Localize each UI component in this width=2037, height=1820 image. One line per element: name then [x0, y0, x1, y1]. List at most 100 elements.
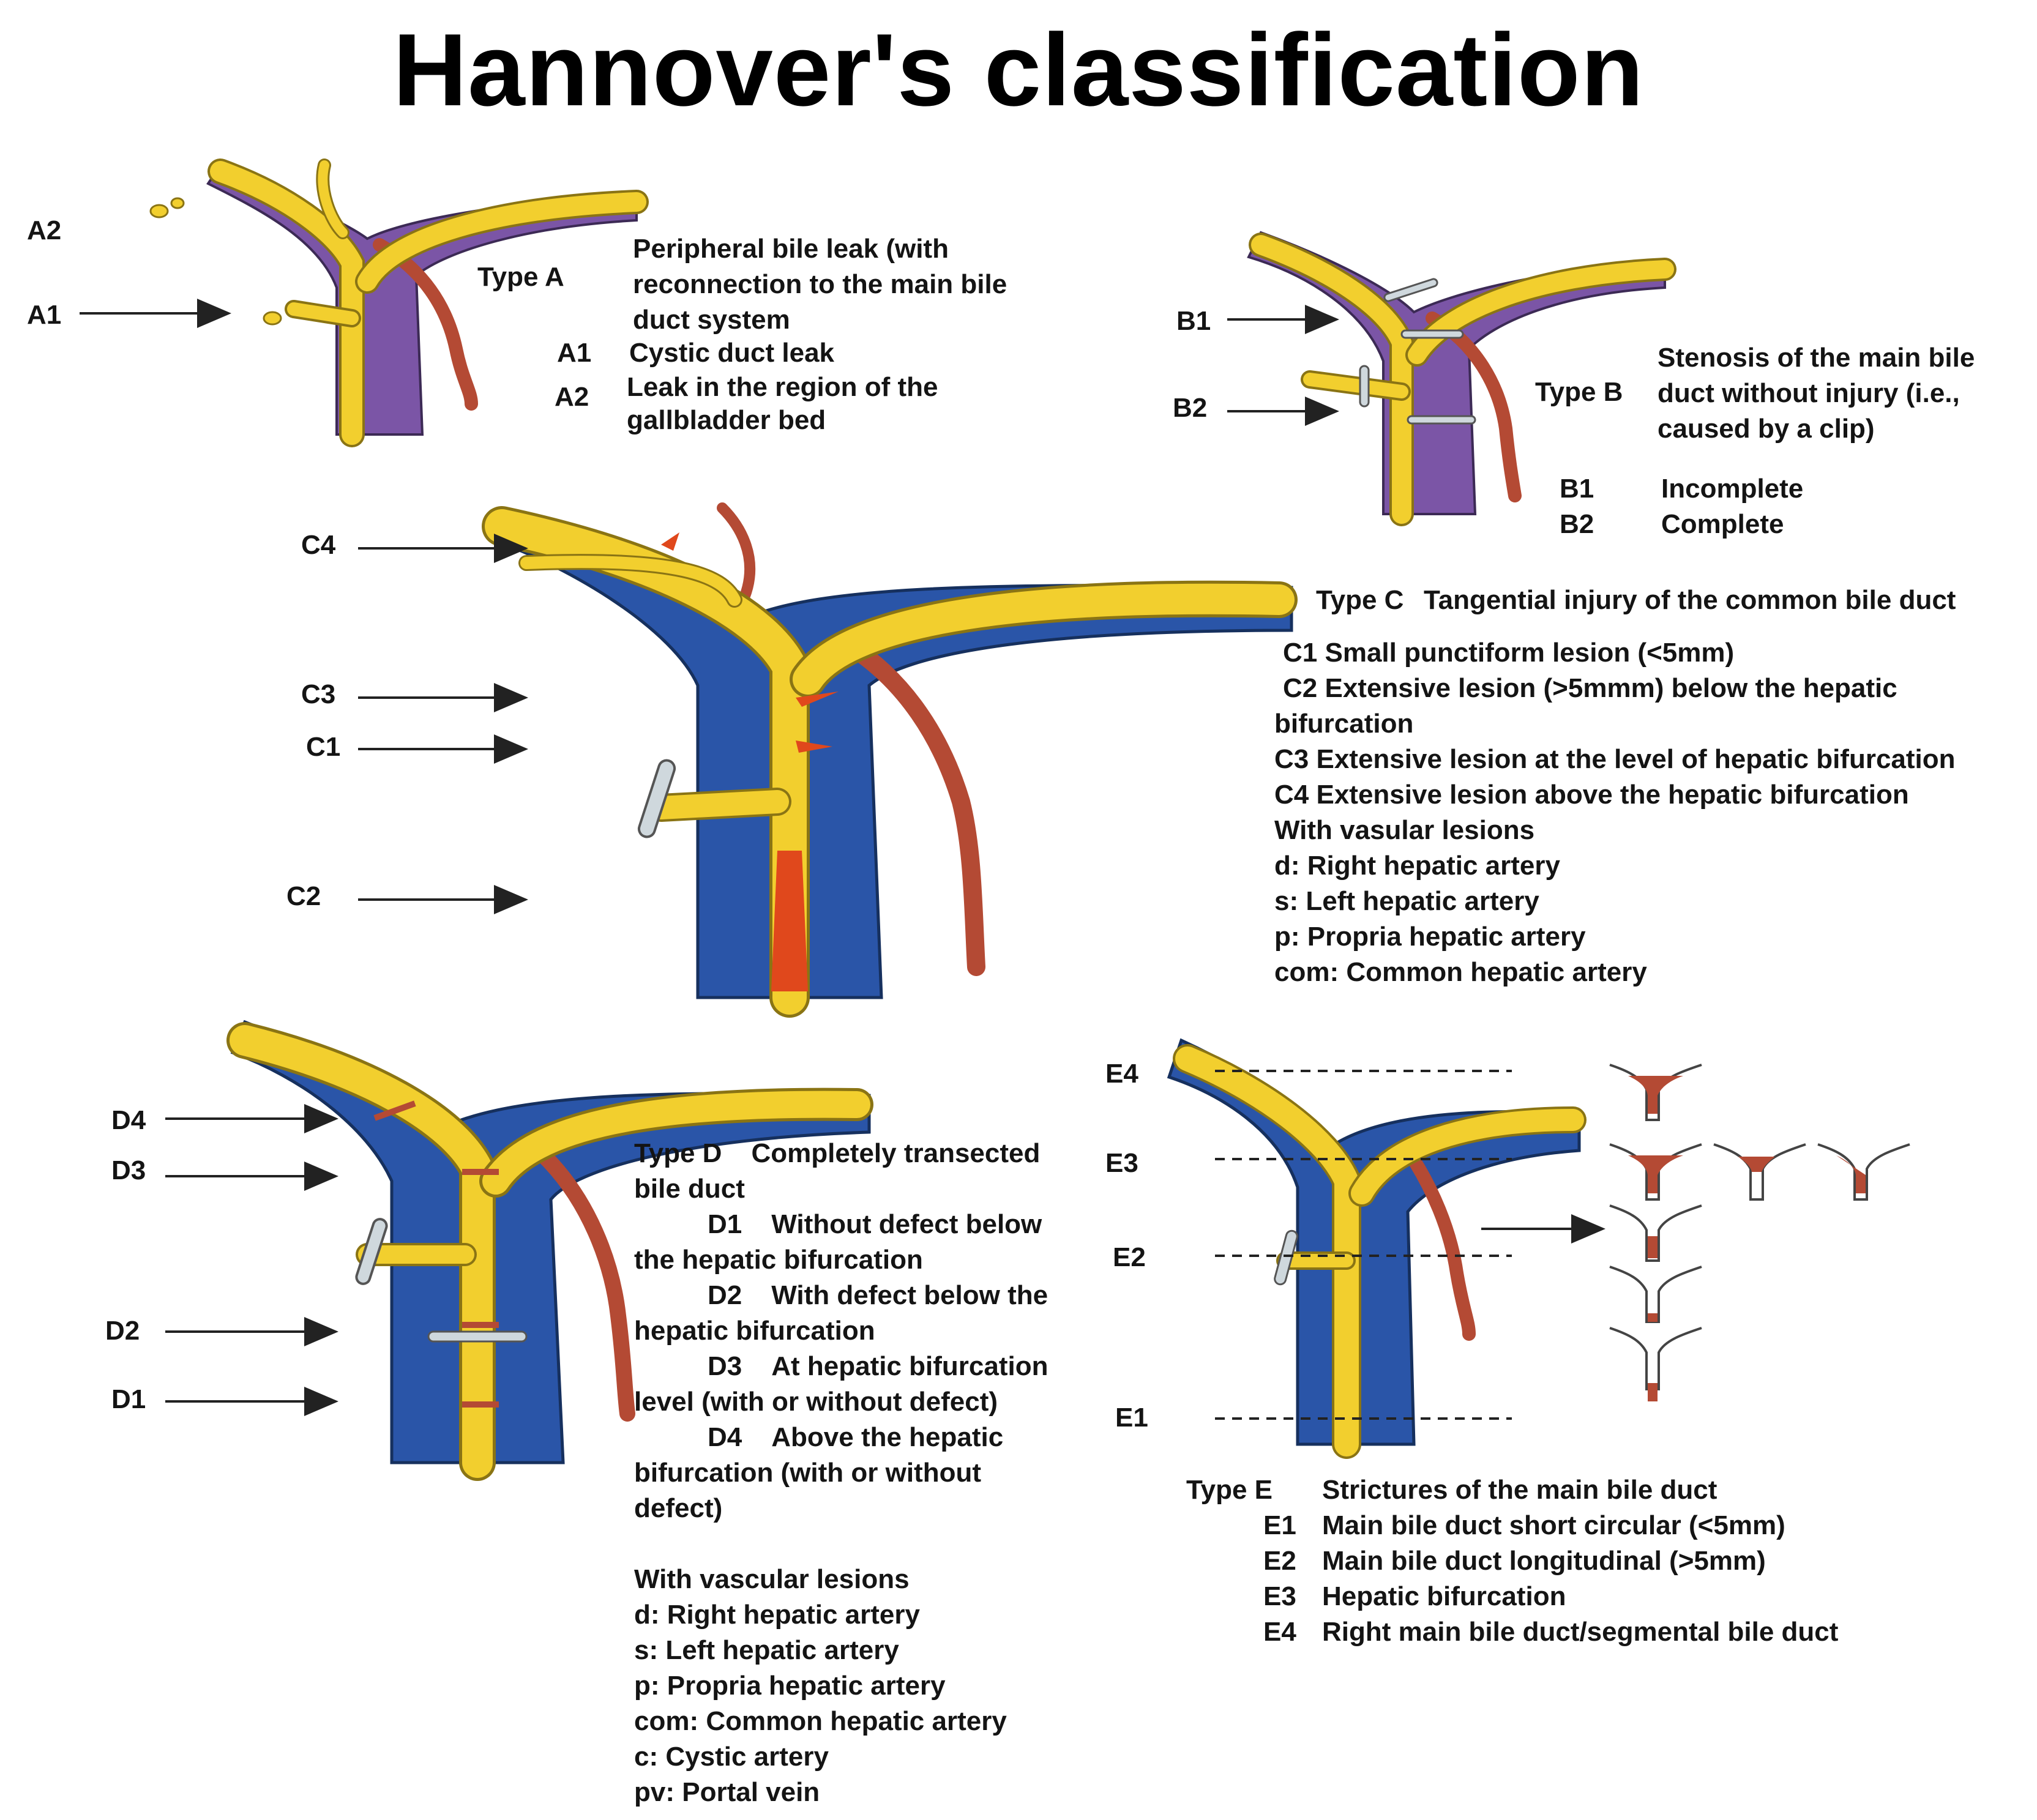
type-d-item-code: D4 [708, 1422, 742, 1452]
type-a-desc-line: Peripheral bile leak (with [633, 234, 949, 264]
type-d-item-code: D2 [708, 1280, 742, 1310]
type-e-item: E3 Hepatic bifurcation [1263, 1579, 1838, 1614]
stricture-icon-e3c [1817, 1143, 1910, 1201]
type-d-vascular-line: p: Propria hepatic artery [634, 1671, 946, 1701]
type-b-item-text: Complete [1661, 509, 1784, 539]
type-c-line: s: Left hepatic artery [1274, 886, 1539, 916]
type-d-vascular-line: pv: Portal vein [634, 1777, 820, 1807]
label-e4: E4 [1105, 1059, 1138, 1089]
type-a-item-code: A1 [557, 338, 592, 368]
type-e-heading: Strictures of the main bile duct [1322, 1475, 1717, 1505]
type-b-illustration [1247, 231, 1676, 526]
label-a2: A2 [27, 215, 62, 245]
type-a-item-text: Leak in the region of the [627, 372, 938, 402]
type-b-description: Stenosis of the main bile duct without i… [1658, 340, 1975, 447]
type-d-item-text: At hepatic bifurcation [771, 1351, 1048, 1381]
type-e-item-text: Main bile duct longitudinal (>5mm) [1322, 1546, 1766, 1576]
label-d2: D2 [105, 1316, 140, 1346]
type-b-desc-line: Stenosis of the main bile [1658, 343, 1975, 373]
type-b-desc-line: caused by a clip) [1658, 414, 1875, 444]
type-c-line: C2 Extensive lesion (>5mmm) below the he… [1283, 673, 1897, 703]
type-d-item-text: Without defect below [771, 1209, 1042, 1239]
type-d-heading-cont: bile duct [634, 1174, 745, 1204]
type-d-description: Type D Completely transected bile duct D1… [634, 1136, 1048, 1810]
label-b2: B2 [1173, 393, 1208, 423]
type-b-desc-line: duct without injury (i.e., [1658, 378, 1960, 408]
stricture-icon-e1b [1609, 1327, 1702, 1401]
type-d-item: D3 At hepatic bifurcation [634, 1349, 1048, 1384]
type-e-item-code: E1 [1263, 1510, 1296, 1540]
stricture-icon-e4 [1609, 1064, 1702, 1121]
label-c4: C4 [301, 530, 336, 560]
label-b1: B1 [1176, 306, 1211, 336]
type-d-name: Type D [634, 1138, 722, 1168]
type-b-item-code: B1 [1560, 474, 1594, 504]
type-e-item-text: Main bile duct short circular (<5mm) [1322, 1510, 1785, 1540]
label-d3: D3 [111, 1155, 146, 1185]
type-d-item-cont: hepatic bifurcation [634, 1316, 875, 1346]
type-d-heading: Completely transected [751, 1138, 1041, 1168]
stricture-icons [1609, 1064, 1910, 1401]
type-b-item-text: Incomplete [1661, 474, 1804, 504]
type-e-list: E1 Main bile duct short circular (<5mm) E… [1263, 1508, 1838, 1650]
stricture-icon-e1 [1609, 1266, 1702, 1323]
type-b-name: Type B [1535, 377, 1623, 407]
type-d-item: D1 Without defect below [634, 1207, 1048, 1242]
label-c2: C2 [286, 881, 321, 911]
type-d-heading-line: Type D Completely transected [634, 1136, 1048, 1171]
type-d-item-text: Above the hepatic [771, 1422, 1004, 1452]
type-e-item: E1 Main bile duct short circular (<5mm) [1263, 1508, 1838, 1543]
type-c-line: C3 Extensive lesion at the level of hepa… [1274, 744, 1956, 774]
type-d-vascular-line: com: Common hepatic artery [634, 1706, 1007, 1736]
label-a1: A1 [27, 300, 62, 330]
type-d-item-cont: the hepatic bifurcation [634, 1245, 923, 1275]
page-title: Hannover's classification [392, 12, 1645, 127]
type-d-item-cont: level (with or without defect) [634, 1387, 998, 1417]
type-d-item-code: D3 [708, 1351, 742, 1381]
type-d-vascular-line: s: Left hepatic artery [634, 1635, 899, 1665]
type-e-item-code: E2 [1263, 1546, 1296, 1576]
label-d4: D4 [111, 1105, 146, 1135]
type-c-illustration [482, 502, 1298, 1018]
type-c-line: com: Common hepatic artery [1274, 957, 1647, 987]
stricture-icon-e3 [1609, 1143, 1702, 1201]
label-d1: D1 [111, 1384, 146, 1414]
label-e2: E2 [1113, 1242, 1146, 1272]
label-c1: C1 [306, 732, 341, 762]
type-a-item-code: A2 [555, 382, 589, 412]
type-e-item: E2 Main bile duct longitudinal (>5mm) [1263, 1543, 1838, 1579]
type-a-desc-line: duct system [633, 305, 790, 335]
type-e-name: Type E [1186, 1475, 1273, 1505]
label-e3: E3 [1105, 1148, 1138, 1178]
type-c-heading: Tangential injury of the common bile duc… [1424, 585, 1956, 615]
type-c-line: C1 Small punctiform lesion (<5mm) [1283, 638, 1735, 668]
type-c-list: C1 Small punctiform lesion (<5mm) C2 Ext… [1274, 635, 1956, 990]
type-a-description: Peripheral bile leak (with reconnection … [633, 231, 1007, 338]
label-c3: C3 [301, 679, 336, 709]
type-d-item-text: With defect below the [771, 1280, 1048, 1310]
type-a-item-text: Cystic duct leak [629, 338, 835, 368]
type-d-vascular-heading: With vascular lesions [634, 1564, 910, 1594]
label-e1: E1 [1115, 1403, 1148, 1433]
type-c-line: C4 Extensive lesion above the hepatic bi… [1274, 780, 1909, 810]
type-c-line: p: Propria hepatic artery [1274, 922, 1586, 952]
type-c-line: bifurcation [1274, 709, 1414, 739]
type-a-item-text-cont: gallbladder bed [627, 405, 826, 435]
type-c-line: d: Right hepatic artery [1274, 851, 1560, 881]
type-c-name: Type C [1316, 585, 1404, 615]
type-d-vascular-line: d: Right hepatic artery [634, 1600, 920, 1630]
type-a-desc-line: reconnection to the main bile [633, 269, 1007, 299]
type-c-line: With vasular lesions [1274, 815, 1535, 845]
type-b-item-code: B2 [1560, 509, 1594, 539]
stricture-icon-e2 [1609, 1204, 1702, 1262]
type-d-item-cont: bifurcation (with or without [634, 1458, 982, 1488]
type-d-item-code: D1 [708, 1209, 742, 1239]
stricture-icon-e3b [1713, 1143, 1806, 1201]
type-a-name: Type A [477, 262, 564, 292]
type-e-item-text: Hepatic bifurcation [1322, 1581, 1566, 1611]
type-d-item: D2 With defect below the [634, 1278, 1048, 1313]
type-d-item: D4 Above the hepatic [634, 1420, 1048, 1455]
type-e-item-code: E3 [1263, 1581, 1296, 1611]
type-d-vascular-line: c: Cystic artery [634, 1742, 829, 1772]
